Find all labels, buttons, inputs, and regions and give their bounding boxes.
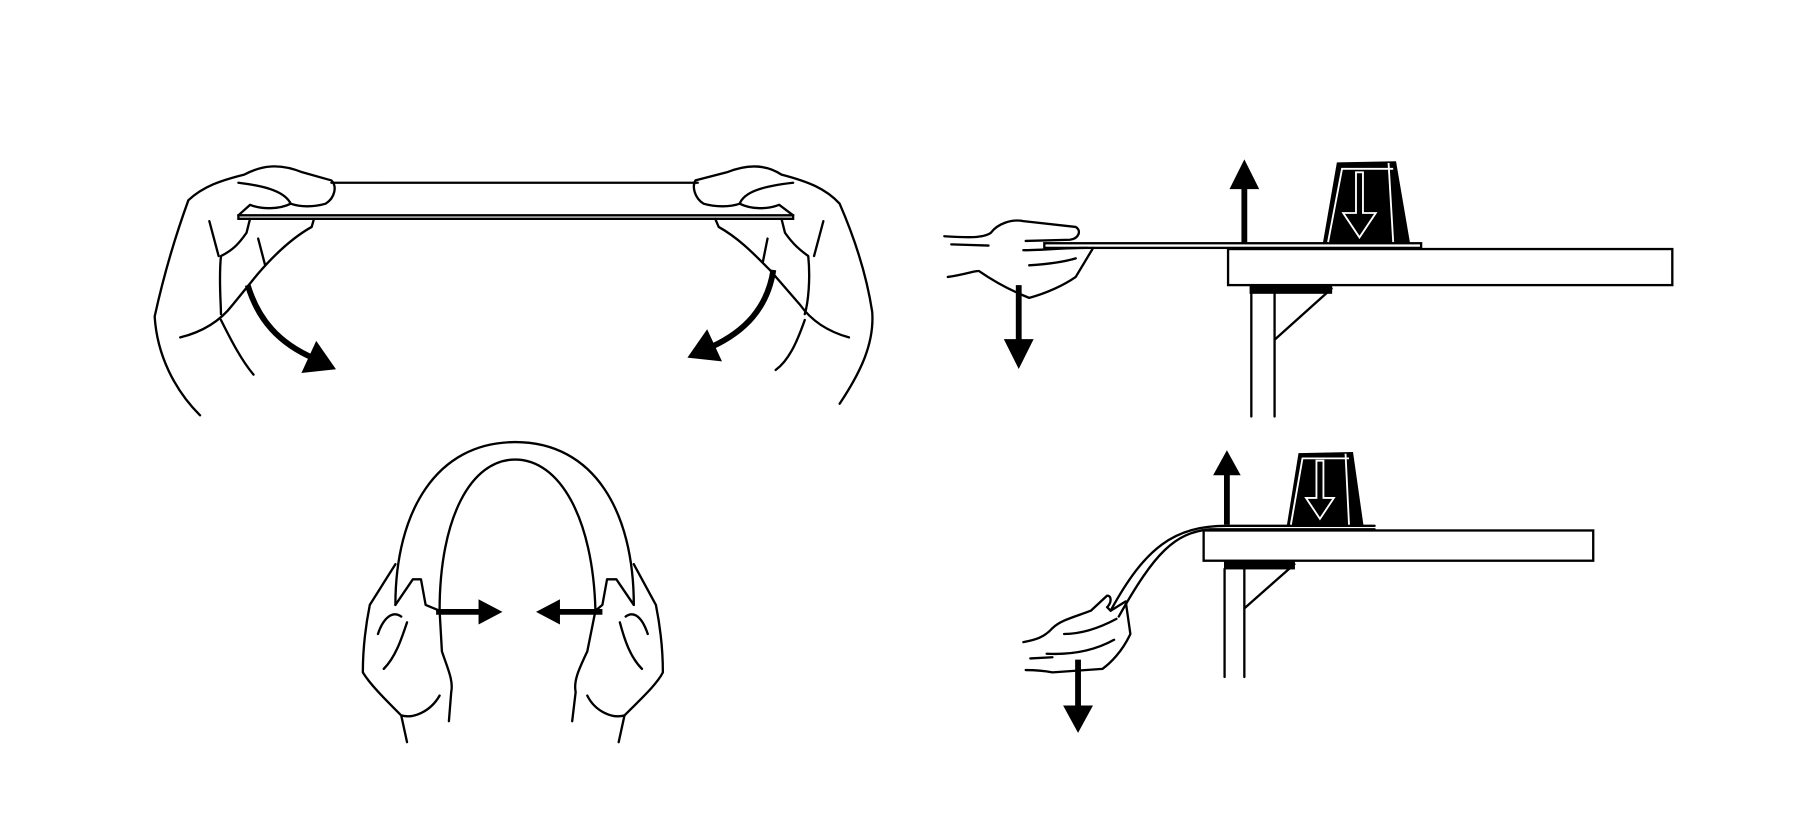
table-leg <box>1250 287 1333 418</box>
table-top <box>1226 247 1674 287</box>
down-arrowhead <box>1063 705 1093 733</box>
table-bracket-block <box>1223 560 1295 570</box>
right-curved-arrowhead <box>687 329 722 362</box>
right-curved-arrow <box>710 269 777 350</box>
panel-bent-under-weight <box>1022 450 1595 733</box>
panel-arch-strip <box>361 440 665 744</box>
left-hands <box>361 563 453 744</box>
panel-bend-strip <box>153 165 874 417</box>
left-hand <box>153 165 336 417</box>
hand-pressing <box>943 219 1095 300</box>
down-arrowhead <box>1003 339 1034 369</box>
weight-highlight <box>1327 162 1395 243</box>
arch-strip-outer <box>394 440 635 607</box>
arch-strip-inner <box>438 458 597 612</box>
flat-strip <box>237 214 795 220</box>
left-curved-arrowhead <box>301 340 336 374</box>
weight-down-arrow-icon <box>1304 459 1336 521</box>
hand-pulling <box>1022 594 1132 674</box>
weight <box>1286 451 1364 527</box>
right-hand <box>692 165 874 405</box>
strip-on-table <box>1043 242 1423 250</box>
table-bracket-block <box>1249 284 1333 294</box>
weight <box>1322 161 1411 244</box>
table-top <box>1202 529 1595 562</box>
weight-down-arrow-icon <box>1341 171 1378 240</box>
left-curved-arrow <box>244 284 316 362</box>
left-pointing-arrowhead <box>536 599 560 625</box>
up-arrowhead <box>1213 450 1241 476</box>
table-leg <box>1223 563 1296 679</box>
right-hands <box>571 563 665 744</box>
weight-highlight <box>1289 453 1350 525</box>
up-arrowhead <box>1229 159 1260 190</box>
panel-flat-under-weight <box>943 159 1674 418</box>
bent-strip <box>1109 524 1376 618</box>
right-pointing-arrowhead <box>478 599 503 625</box>
